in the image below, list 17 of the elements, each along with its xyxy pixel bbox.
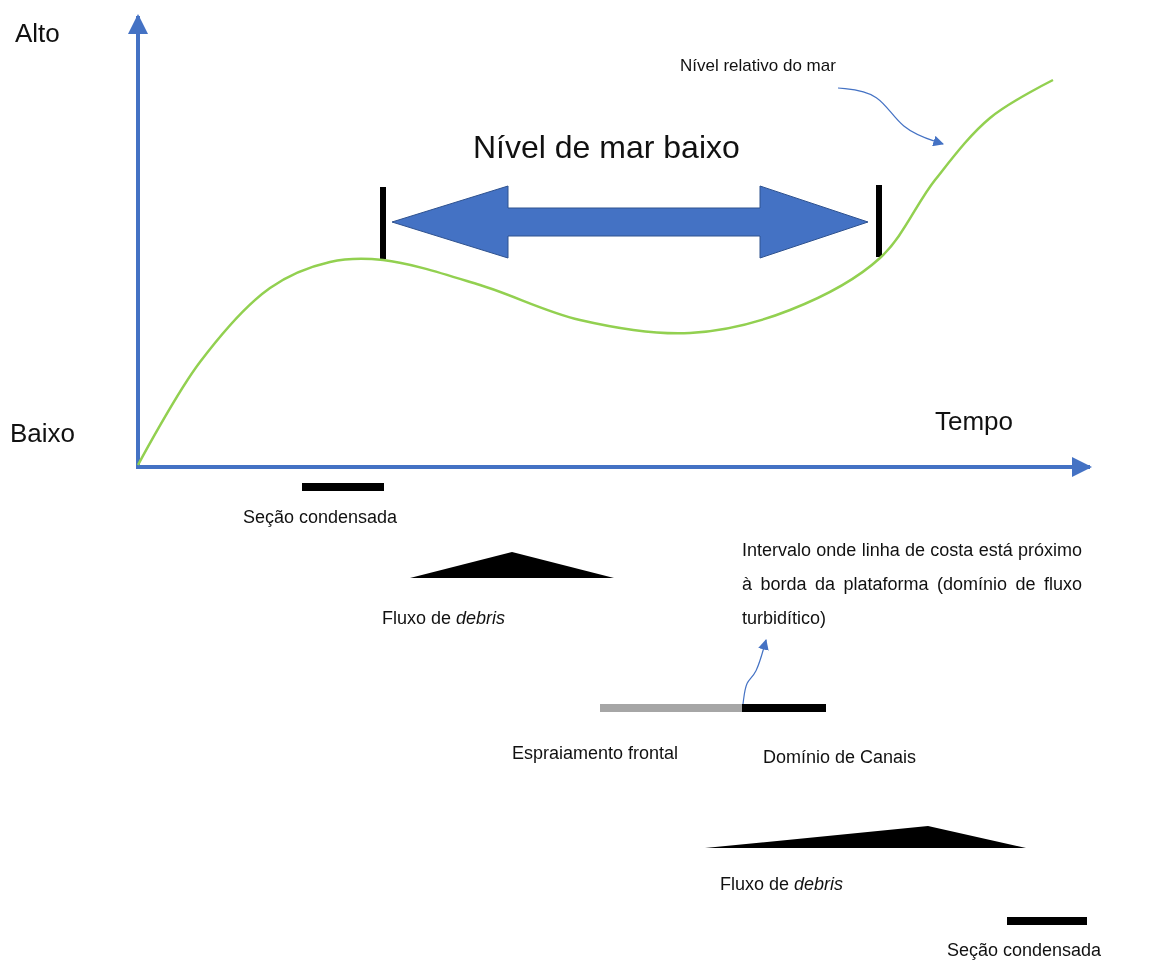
- symbol-label: Espraiamento frontal: [512, 743, 679, 765]
- curve-label: Nível relativo do mar: [680, 56, 836, 77]
- leader-arrow: [837, 87, 945, 147]
- symbol-label: Seção condensada: [947, 940, 1102, 962]
- symbol-label: Fluxo de debris: [382, 608, 506, 630]
- axis-label: Tempo: [935, 406, 1014, 438]
- symbol-label: Domínio de Canais: [763, 747, 917, 769]
- axis-label: Baixo: [10, 418, 76, 450]
- wedge-symbol: [410, 552, 614, 578]
- symbol-label: Seção condensada: [243, 507, 398, 529]
- symbol-label: Fluxo de debris: [720, 874, 844, 896]
- sea-level-curve: [136, 78, 1054, 466]
- leader-arrow: [742, 638, 769, 705]
- interval-bar: [742, 704, 826, 712]
- note-text: Intervalo onde linha de costa está próximo à borda da plataforma (domínio de fluxo turbidítico): [742, 533, 1082, 635]
- interval-label: Nível de mar baixo: [473, 128, 740, 167]
- axis-label: Alto: [15, 18, 60, 50]
